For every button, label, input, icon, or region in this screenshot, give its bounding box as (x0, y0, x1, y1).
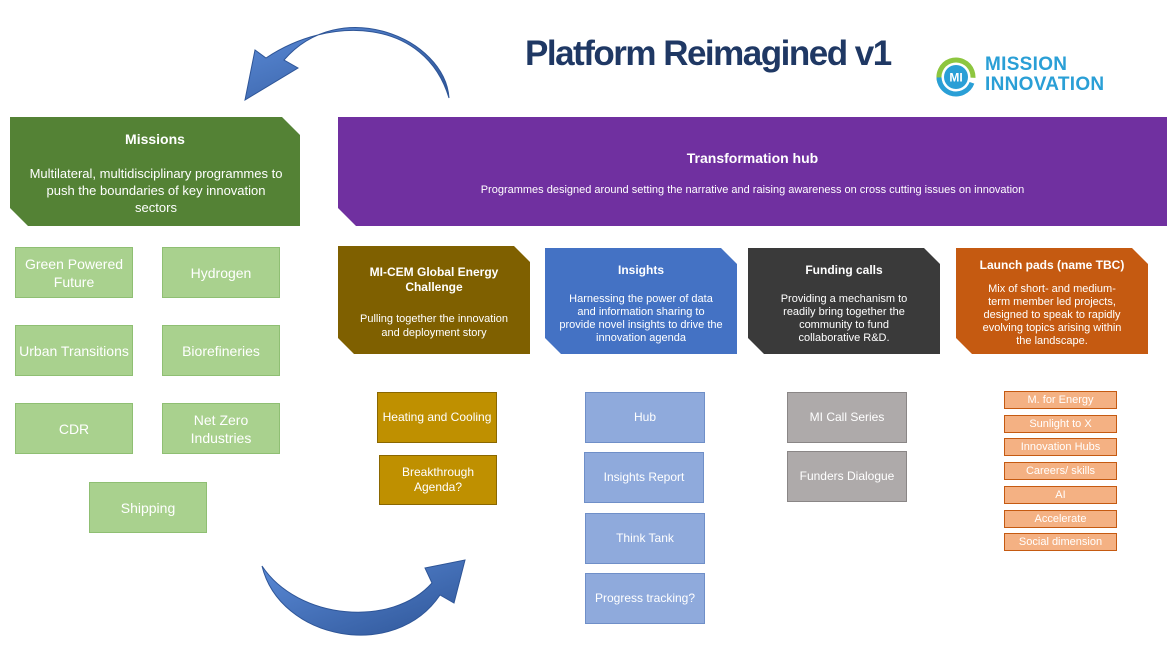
launch-item-m-for-energy[interactable]: M. for Energy (1004, 391, 1117, 409)
funding-card: Funding calls Providing a mechanism to r… (748, 248, 940, 354)
transformation-hub-panel: Transformation hub Programmes designed a… (338, 117, 1167, 226)
launch-pads-card: Launch pads (name TBC) Mix of short- and… (956, 248, 1148, 354)
gec-card: MI-CEM Global Energy Challenge Pulling t… (338, 246, 530, 354)
launch-item-careers-skills[interactable]: Careers/ skills (1004, 462, 1117, 480)
funding-item-mi-call-series[interactable]: MI Call Series (787, 392, 907, 443)
launch-item-sunlight-to-x[interactable]: Sunlight to X (1004, 415, 1117, 433)
insights-item-think-tank[interactable]: Think Tank (585, 513, 705, 564)
insights-item-progress-tracking[interactable]: Progress tracking? (585, 573, 705, 624)
logo-badge-text: MI (949, 71, 962, 85)
hub-title: Transformation hub (686, 150, 819, 166)
funding-item-funders-dialogue[interactable]: Funders Dialogue (787, 451, 907, 502)
mission-green-powered-future[interactable]: Green Powered Future (15, 247, 133, 298)
gec-description: Pulling together the innovation and depl… (360, 313, 508, 339)
gec-item-heating-cooling[interactable]: Heating and Cooling (377, 392, 497, 443)
mission-net-zero-industries[interactable]: Net Zero Industries (162, 403, 280, 454)
mission-biorefineries[interactable]: Biorefineries (162, 325, 280, 376)
mission-cdr[interactable]: CDR (15, 403, 133, 454)
hub-description: Programmes designed around setting the n… (480, 184, 1025, 196)
mission-shipping[interactable]: Shipping (89, 482, 207, 533)
logo-line-2: INNOVATION (985, 74, 1105, 95)
insights-title: Insights (617, 263, 664, 277)
missions-title: Missions (125, 131, 185, 147)
launch-item-ai[interactable]: AI (1004, 486, 1117, 504)
page-title: Platform Reimagined v1 (525, 34, 892, 73)
insights-description: Harnessing the power of data and informa… (559, 293, 723, 344)
gec-title: MI-CEM Global Energy Challenge (369, 265, 499, 294)
launch-pads-description: Mix of short- and medium-term member led… (982, 283, 1122, 347)
mission-hydrogen[interactable]: Hydrogen (162, 247, 280, 298)
funding-title: Funding calls (805, 263, 883, 277)
missions-panel: Missions Multilateral, multidisciplinary… (10, 117, 300, 226)
insights-item-hub[interactable]: Hub (585, 392, 705, 443)
insights-card: Insights Harnessing the power of data an… (545, 248, 737, 354)
mi-logo-icon: MI (936, 57, 976, 97)
mission-innovation-logo: MI MISSION INNOVATION (930, 52, 1130, 104)
launch-item-accelerate[interactable]: Accelerate (1004, 510, 1117, 528)
launch-item-social-dimension[interactable]: Social dimension (1004, 533, 1117, 551)
gec-item-breakthrough-agenda[interactable]: Breakthrough Agenda? (379, 455, 497, 505)
launch-pads-title: Launch pads (name TBC) (979, 258, 1125, 272)
bottom-curved-arrow (261, 559, 466, 636)
top-curved-arrow (244, 27, 450, 102)
logo-line-1: MISSION (985, 54, 1068, 75)
missions-description: Multilateral, multidisciplinary programm… (29, 166, 283, 215)
funding-description: Providing a mechanism to readily bring t… (780, 293, 908, 344)
launch-item-innovation-hubs[interactable]: Innovation Hubs (1004, 438, 1117, 456)
mission-urban-transitions[interactable]: Urban Transitions (15, 325, 133, 376)
insights-item-report[interactable]: Insights Report (584, 452, 704, 503)
